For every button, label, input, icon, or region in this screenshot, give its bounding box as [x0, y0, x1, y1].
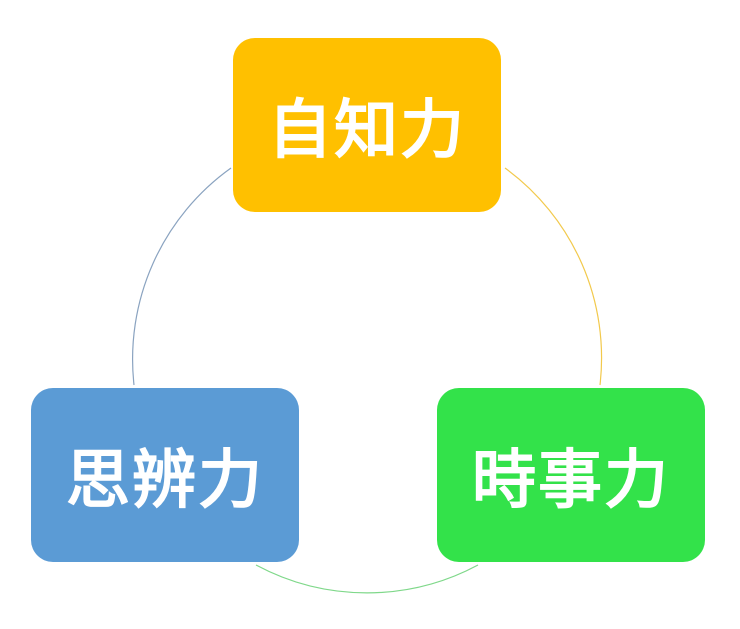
arc-top-to-right	[504, 167, 603, 386]
node-label: 時事力	[472, 444, 670, 518]
node-critical-thinking: 思辨力	[31, 388, 299, 562]
arc-left-to-top	[131, 167, 232, 386]
node-label: 思辨力	[66, 444, 264, 518]
node-self-awareness: 自知力	[233, 38, 501, 212]
node-current-affairs: 時事力	[437, 388, 705, 562]
arc-right-to-left	[255, 564, 479, 594]
node-label: 自知力	[268, 94, 466, 168]
